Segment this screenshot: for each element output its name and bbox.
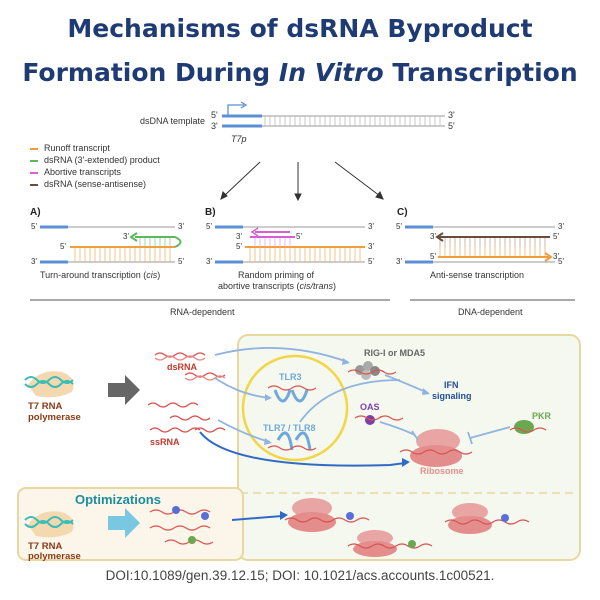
ssrna-squiggles: [147, 402, 226, 433]
title-line-1: Mechanisms of dsRNA Byproduct: [67, 14, 533, 43]
ifn-label: IFN: [444, 380, 459, 390]
capped-markers: [172, 506, 209, 544]
cell-box: [237, 334, 581, 561]
ribosome-icon: [399, 429, 473, 467]
signaling-arrows: [214, 347, 429, 443]
optimization-arrow: [108, 508, 140, 538]
pkr-icon: [509, 420, 547, 434]
ribosomes-bottom: [284, 498, 530, 557]
polymerase-icon: [24, 371, 74, 398]
opt-to-ribosome-arrowhead: [280, 511, 288, 520]
panel-b-caption-1: Random priming of: [238, 270, 315, 280]
legend-dsrna-3ext: dsRNA (3'-extended) product: [44, 155, 160, 165]
polymerase-label-2: polymerase: [28, 412, 81, 423]
panel-b-caption-2: abortive transcripts (cis/trans): [218, 281, 337, 291]
panel-b-letter: B): [205, 207, 216, 218]
endosome-circle: [241, 354, 349, 462]
optimizations-label: Optimizations: [75, 492, 161, 507]
tlr78-icon: [267, 431, 317, 451]
grey-arrow: [108, 375, 140, 405]
opt-polymerase-label-1: T7 RNA: [28, 541, 63, 552]
branch-arrows: [220, 161, 384, 202]
dna-dependent-label: DNA-dependent: [458, 307, 523, 317]
oas-icon: [354, 415, 404, 425]
title-line-2: Formation During In Vitro Transcription: [22, 58, 578, 87]
panel-a-caption: Turn-around transcription (cis): [40, 270, 161, 280]
rig-i-icon: [347, 361, 397, 380]
doi-footer: DOI:10.1089/gen.39.12.15; DOI: 10.1021/a…: [105, 568, 495, 583]
rna-dependent-label: RNA-dependent: [170, 307, 235, 317]
tlr3-icon: [267, 385, 317, 403]
dsdna-template-label: dsDNA template: [140, 116, 206, 126]
panel-a-diagram: [40, 225, 182, 264]
tlr78-label: TLR7 / TLR8: [263, 423, 316, 433]
panel-c-letter: C): [397, 207, 408, 218]
ssrna-label: ssRNA: [150, 437, 180, 447]
five-prime-bottom-end: 5': [448, 121, 455, 131]
panel-a-letter: A): [30, 207, 41, 218]
polymerase-label-1: T7 RNA: [28, 401, 63, 412]
ifn-signaling-label: signaling: [432, 391, 472, 401]
dsrna-squiggles: [154, 352, 226, 381]
opt-to-ribosome-arrow: [231, 515, 283, 521]
signaling-arrowheads: [264, 358, 430, 445]
tlr3-label: TLR3: [279, 372, 302, 382]
three-prime-bottom: 3': [211, 121, 218, 131]
inhibition-arrows: [379, 421, 511, 445]
legend-runoff: Runoff transcript: [44, 143, 110, 153]
pkr-label: PKR: [532, 411, 552, 421]
ribosome-label: Ribosome: [420, 466, 464, 476]
rig-label: RIG-I or MDA5: [364, 348, 426, 358]
five-prime-top: 5': [211, 110, 218, 120]
legend-sense-antisense: dsRNA (sense-antisense): [44, 179, 147, 189]
oas-label: OAS: [360, 402, 380, 412]
legend-swatches: [30, 148, 38, 186]
panel-b-diagram: [215, 225, 365, 264]
opt-polymerase-label-2: polymerase: [28, 551, 81, 562]
dsdna-template: [222, 101, 445, 128]
panel-c-diagram: [405, 225, 555, 264]
polymerase-bottom-icon: [24, 511, 74, 538]
legend-abortive: Abortive transcripts: [44, 167, 122, 177]
three-prime-top-end: 3': [448, 110, 455, 120]
ssrna-ribosome-arrowhead: [402, 458, 410, 467]
panel-c-caption: Anti-sense transcription: [430, 270, 525, 280]
ssrna-ribosome-arrow: [199, 431, 406, 467]
dsrna-label: dsRNA: [167, 362, 198, 372]
t7p-label: T7p: [231, 134, 247, 144]
